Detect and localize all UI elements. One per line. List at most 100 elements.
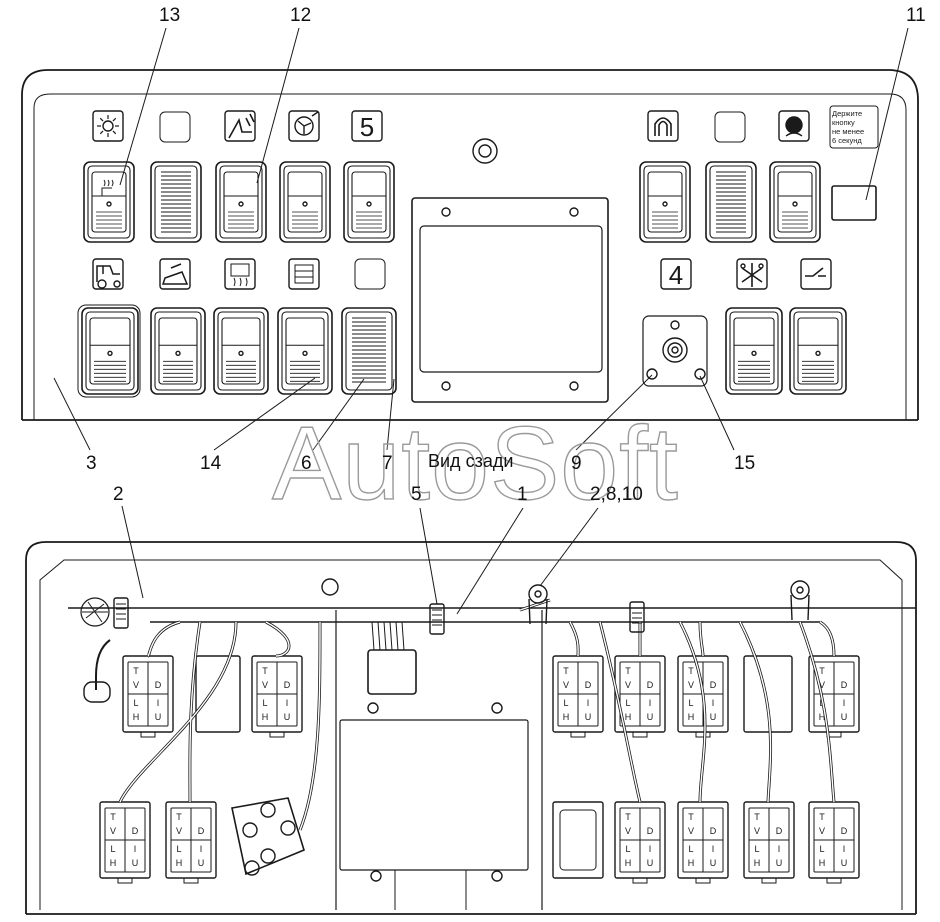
rotary-outer bbox=[662, 337, 688, 363]
callout-14: 14 bbox=[200, 453, 222, 474]
rocker-switch bbox=[705, 161, 757, 243]
connector-pin-label: H bbox=[262, 712, 269, 722]
digit-five: 5 bbox=[360, 112, 374, 142]
rotary-switch-rear bbox=[231, 797, 305, 876]
connector-pin-label: L bbox=[176, 844, 181, 854]
connector-pin-label: U bbox=[647, 858, 654, 868]
connector-pin-label: I bbox=[587, 698, 590, 708]
seat-tilt-glyph bbox=[228, 113, 255, 139]
connector-pin-label: H bbox=[688, 858, 695, 868]
beacon-body bbox=[785, 116, 803, 134]
connector-latch bbox=[695, 731, 711, 738]
leader-line bbox=[256, 27, 300, 184]
connector-latch bbox=[269, 731, 285, 738]
rocker-bezel-inner bbox=[154, 311, 202, 391]
rocker-switch-12 bbox=[215, 161, 267, 243]
rocker-switch bbox=[769, 161, 821, 243]
dump-glyph bbox=[161, 263, 189, 285]
callout-12: 12 bbox=[290, 5, 312, 26]
connector-pin-label: I bbox=[843, 698, 846, 708]
plate-screw bbox=[441, 381, 451, 391]
connector-pin-label: T bbox=[262, 666, 268, 676]
tractor-wheel bbox=[113, 280, 121, 288]
connector-pin-label: D bbox=[647, 826, 654, 836]
rocker-switch-13 bbox=[83, 161, 135, 243]
tractor-icon bbox=[92, 258, 124, 290]
connector-pin-label: L bbox=[754, 844, 759, 854]
connector-latch bbox=[632, 877, 648, 884]
clamp-screw bbox=[796, 586, 804, 594]
connector-pin-label: V bbox=[625, 826, 631, 836]
connector-latch bbox=[570, 731, 586, 738]
rocker-paddle bbox=[777, 171, 813, 233]
connector-pin-label: I bbox=[649, 844, 652, 854]
rocker-bezel-inner bbox=[217, 311, 265, 391]
rocker-bezel-inner bbox=[85, 311, 135, 391]
gear-number-five-icon: 5 bbox=[351, 110, 383, 142]
connector-pin-label: L bbox=[262, 698, 267, 708]
rocker-paddle bbox=[158, 317, 198, 385]
connector-pin-label: T bbox=[688, 666, 694, 676]
icon-tile bbox=[92, 258, 124, 290]
sun-ray bbox=[99, 117, 104, 122]
leader-line bbox=[121, 505, 144, 599]
rotary-hub bbox=[671, 346, 679, 354]
plate-screw bbox=[569, 381, 579, 391]
push-button-11 bbox=[831, 185, 877, 221]
connector-pin-label: U bbox=[198, 858, 205, 868]
rocker-switch bbox=[150, 161, 202, 243]
rotary-screw bbox=[646, 368, 658, 380]
connector-pin-label: D bbox=[585, 680, 592, 690]
window-grid-icon bbox=[288, 258, 320, 290]
rocker-paddle bbox=[733, 317, 775, 385]
rocker-paddle bbox=[221, 317, 261, 385]
rocker-bezel-inner bbox=[87, 165, 131, 239]
rocker-dot bbox=[662, 201, 668, 207]
connector-pin-label: I bbox=[843, 844, 846, 854]
connector-pin-label: H bbox=[819, 712, 826, 722]
connector-pin-label: L bbox=[819, 844, 824, 854]
wire-lead-core bbox=[699, 621, 704, 657]
callout-3: 3 bbox=[86, 453, 97, 474]
rocker-dot bbox=[106, 201, 112, 207]
ground-lead bbox=[95, 639, 111, 690]
cable-strap bbox=[113, 597, 129, 629]
wire-lead-core bbox=[739, 621, 772, 803]
connector-empty bbox=[195, 655, 241, 733]
icon-tile bbox=[800, 258, 832, 290]
plug-wire bbox=[383, 621, 387, 651]
beacon-base bbox=[785, 132, 803, 137]
leader-line bbox=[865, 27, 909, 201]
leader-line bbox=[419, 507, 438, 605]
blank-tile bbox=[714, 111, 746, 143]
leader-line bbox=[312, 378, 365, 451]
plug-wire bbox=[371, 621, 375, 651]
rocker-paddle bbox=[285, 317, 325, 385]
connector-pin-label: I bbox=[157, 698, 160, 708]
wire-lead-core bbox=[569, 621, 579, 657]
connector-pin-label: U bbox=[585, 712, 592, 722]
clamp-screw bbox=[534, 590, 542, 598]
rocker-bezel bbox=[277, 307, 333, 395]
plug-wire bbox=[401, 621, 405, 651]
callout-1: 1 bbox=[517, 484, 528, 505]
callout-6: 6 bbox=[301, 453, 312, 474]
rocker-bezel bbox=[279, 161, 331, 243]
connector-pin-label: D bbox=[710, 826, 717, 836]
wire-lead-core bbox=[519, 599, 551, 611]
icon-tile bbox=[736, 258, 768, 290]
connector-pin-label: H bbox=[754, 858, 761, 868]
connector-pin-label: U bbox=[710, 712, 717, 722]
icon-tile bbox=[660, 258, 692, 290]
front-panel-inner bbox=[33, 93, 907, 420]
connector-pin-label: L bbox=[133, 698, 138, 708]
window-frame bbox=[294, 264, 314, 284]
connector-pin-label: D bbox=[647, 680, 654, 690]
rocker-bezel bbox=[639, 161, 691, 243]
wire-lead-core bbox=[799, 621, 835, 803]
rocker-switch bbox=[789, 307, 847, 395]
strap bbox=[629, 601, 645, 633]
rotary-terminal bbox=[260, 848, 276, 864]
rotary-rear-body bbox=[231, 797, 305, 876]
